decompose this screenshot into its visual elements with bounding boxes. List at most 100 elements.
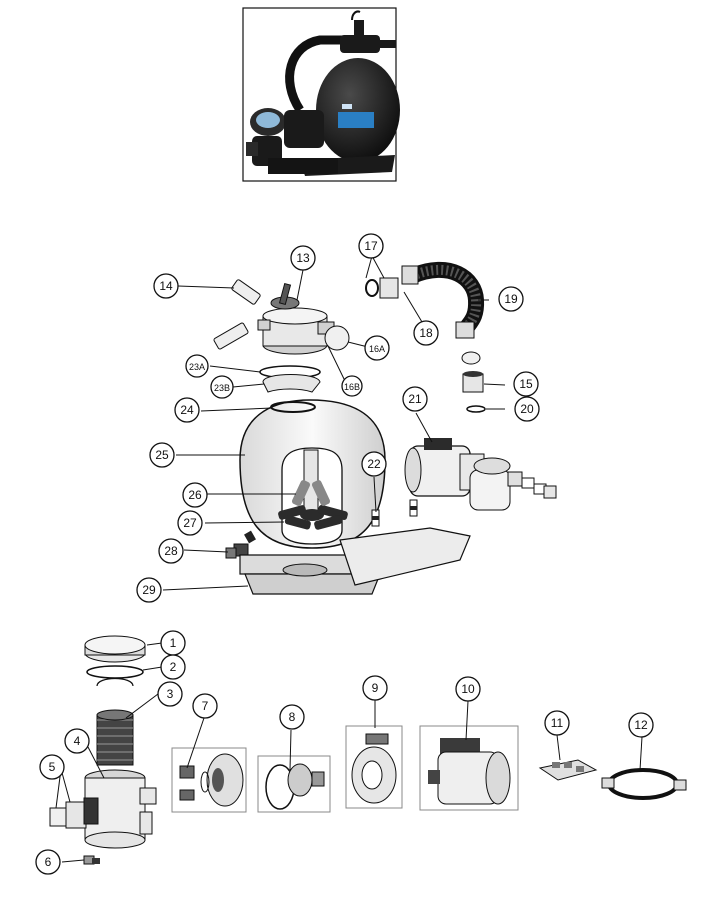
pump-motor (404, 438, 557, 511)
callout-9: 9 (362, 675, 388, 701)
callout-6: 6 (35, 849, 61, 875)
callout-28: 28 (158, 538, 184, 564)
callout-16B: 16B (341, 375, 363, 397)
callout-circle (39, 754, 65, 780)
callout-circle (158, 538, 184, 564)
callout-16A: 16A (364, 335, 390, 361)
connection-hose (401, 261, 485, 339)
callout-14: 14 (153, 273, 179, 299)
callout-19: 19 (498, 286, 524, 312)
callout-number: 7 (202, 699, 209, 713)
callout-circle (628, 712, 654, 738)
callout-number: 23A (189, 362, 205, 372)
multiport-valve (257, 282, 335, 355)
callout-circle (361, 451, 387, 477)
hose-connectors (213, 279, 261, 350)
callout-circle (341, 375, 363, 397)
callout-number: 12 (634, 718, 648, 732)
callout-27: 27 (177, 510, 203, 536)
callout-23B: 23B (210, 375, 234, 399)
callout-circle (185, 354, 209, 378)
callout-number: 16B (344, 382, 360, 392)
terminal-board (538, 759, 598, 781)
callout-number: 14 (159, 279, 173, 293)
callout-number: 3 (167, 687, 174, 701)
callout-17: 17 (358, 233, 384, 259)
callout-number: 28 (164, 544, 178, 558)
callout-29: 29 (136, 577, 162, 603)
callout-number: 2 (170, 660, 177, 674)
callout-number: 9 (372, 681, 379, 695)
callout-number: 1 (170, 636, 177, 650)
pump-parts-assembly (49, 635, 687, 865)
callout-number: 11 (551, 716, 564, 730)
callout-circle (364, 335, 390, 361)
callout-circle (498, 286, 524, 312)
callout-number: 18 (419, 326, 433, 340)
callout-circle (514, 396, 540, 422)
callout-22: 22 (361, 451, 387, 477)
callout-12: 12 (628, 712, 654, 738)
callout-circle (290, 245, 316, 271)
callout-number: 20 (520, 402, 534, 416)
callout-number: 5 (49, 760, 56, 774)
callout-circle (413, 320, 439, 346)
callout-number: 23B (214, 383, 230, 393)
lateral-assembly (278, 480, 348, 530)
callout-circle (157, 681, 183, 707)
callout-number: 25 (155, 448, 169, 462)
callout-number: 24 (180, 403, 194, 417)
callout-1: 1 (160, 630, 186, 656)
callout-circle (174, 397, 200, 423)
callout-circle (192, 693, 218, 719)
callout-11: 11 (544, 710, 570, 736)
callout-number: 29 (142, 583, 156, 597)
callout-number: 6 (45, 855, 52, 869)
callout-number: 13 (296, 251, 310, 265)
callout-circle (177, 510, 203, 536)
callout-number: 22 (367, 457, 381, 471)
callout-number: 17 (364, 239, 378, 253)
callout-circle (64, 728, 90, 754)
product-photo (242, 7, 400, 182)
callout-circle (362, 675, 388, 701)
strainer-basket (96, 677, 134, 766)
callout-26: 26 (182, 482, 208, 508)
callout-number: 8 (289, 710, 296, 724)
callout-circle (35, 849, 61, 875)
callout-number: 26 (188, 488, 202, 502)
callout-23A: 23A (185, 354, 209, 378)
callout-2: 2 (160, 654, 186, 680)
callout-20: 20 (514, 396, 540, 422)
callout-number: 27 (183, 516, 197, 530)
callout-circle (210, 375, 234, 399)
callout-number: 10 (461, 682, 475, 696)
callout-25: 25 (149, 442, 175, 468)
callout-circle (513, 371, 539, 397)
callout-circle (149, 442, 175, 468)
callout-13: 13 (290, 245, 316, 271)
callout-number: 19 (504, 292, 518, 306)
pump-clamp (601, 768, 687, 800)
callout-number: 15 (519, 377, 533, 391)
callout-circle (182, 482, 208, 508)
callout-number: 21 (408, 392, 422, 406)
callout-circle (455, 676, 481, 702)
callout-circle (153, 273, 179, 299)
callout-circle (279, 704, 305, 730)
leader-lines (55, 255, 643, 863)
callout-circle (544, 710, 570, 736)
callout-4: 4 (64, 728, 90, 754)
callout-number: 16A (369, 344, 385, 354)
callout-21: 21 (402, 386, 428, 412)
callout-7: 7 (192, 693, 218, 719)
callout-18: 18 (413, 320, 439, 346)
callout-15: 15 (513, 371, 539, 397)
callout-circle (136, 577, 162, 603)
callout-10: 10 (455, 676, 481, 702)
callout-3: 3 (157, 681, 183, 707)
callout-circle (402, 386, 428, 412)
callout-number: 4 (74, 734, 81, 748)
